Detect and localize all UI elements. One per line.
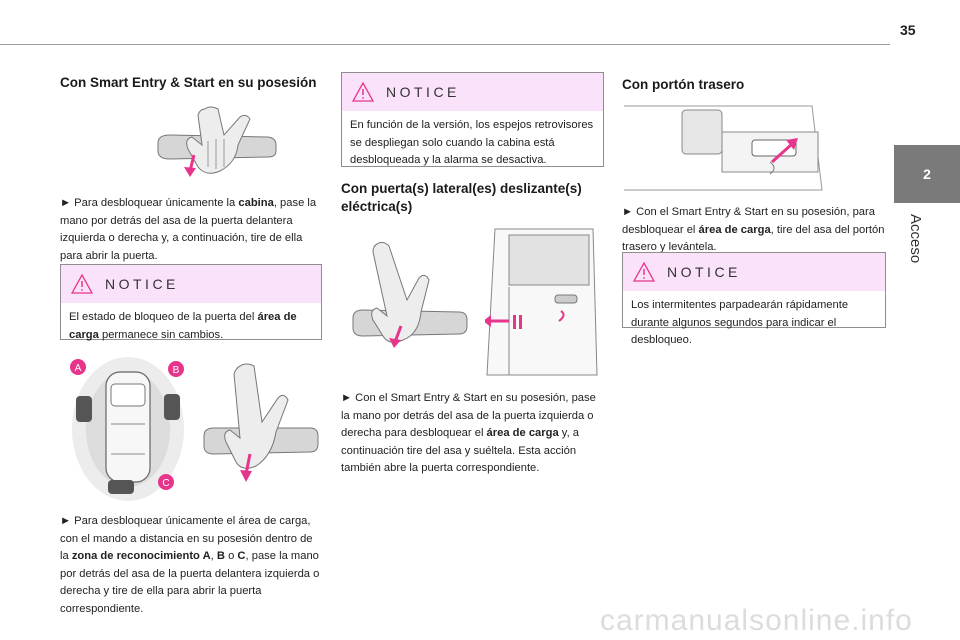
- warning-icon: [633, 262, 655, 282]
- notice-title: NOTICE: [386, 84, 460, 100]
- hand-front-door-illustration: [157, 106, 277, 177]
- zone-b-label: B: [173, 365, 180, 376]
- van-sliding-door-illustration: [485, 228, 598, 376]
- notice-text: Los intermitentes parpadearán rápidament…: [631, 299, 849, 346]
- warning-icon: [71, 274, 93, 294]
- para-sliding-door: ► Con el Smart Entry & Start en su poses…: [341, 392, 596, 474]
- section-heading-sliding-door: Con puerta(s) lateral(es) deslizante(s) …: [341, 181, 582, 214]
- zone-a-marker: [70, 359, 86, 375]
- chapter-label-text: Acceso: [907, 214, 924, 264]
- zone-c-label: C: [162, 478, 169, 489]
- para-tailgate: ► Con el Smart Entry & Start en su poses…: [622, 206, 885, 253]
- zone-c-marker: [158, 474, 174, 490]
- chapter-number: 2: [923, 166, 931, 182]
- recognition-zones-diagram: A B C: [70, 357, 184, 501]
- zone-a-label: A: [75, 363, 82, 374]
- notice-box-2: NOTICE En función de la versión, los esp…: [341, 72, 604, 167]
- hand-door-handle-illustration: [203, 363, 319, 482]
- warning-icon: [352, 82, 374, 102]
- notice-text: En función de la versión, los espejos re…: [350, 119, 594, 166]
- page-number: 35: [900, 22, 916, 38]
- column-1: Con Smart Entry & Start en su posesión ►…: [60, 60, 322, 615]
- chapter-tab[interactable]: 2: [894, 145, 960, 203]
- notice-header: NOTICE: [342, 73, 603, 111]
- chapter-label: Acceso: [902, 214, 942, 284]
- para-unlock-cabin: ► Para desbloquear únicamente la cabina,…: [60, 197, 317, 262]
- notice-header: NOTICE: [623, 253, 885, 291]
- notice-title: NOTICE: [105, 276, 179, 292]
- tailgate-illustration: [624, 105, 823, 191]
- para-unlock-cargo: ► Para desbloquear únicamente el área de…: [60, 515, 320, 615]
- section-heading-tailgate: Con portón trasero: [622, 77, 745, 92]
- section-heading-smart-entry: Con Smart Entry & Start en su posesión: [60, 75, 317, 90]
- notice-text: El estado de bloqueo de la puerta del ár…: [69, 311, 297, 341]
- notice-header: NOTICE: [61, 265, 321, 303]
- notice-box-1: NOTICE El estado de bloqueo de la puerta…: [60, 264, 322, 341]
- header-rule: [0, 44, 890, 45]
- notice-title: NOTICE: [667, 264, 741, 280]
- hand-sliding-door-illustration: [352, 241, 468, 348]
- zone-b-marker: [168, 361, 184, 377]
- watermark: carmanualsonline.info: [600, 604, 913, 637]
- notice-box-3: NOTICE Los intermitentes parpadearán ráp…: [622, 252, 886, 346]
